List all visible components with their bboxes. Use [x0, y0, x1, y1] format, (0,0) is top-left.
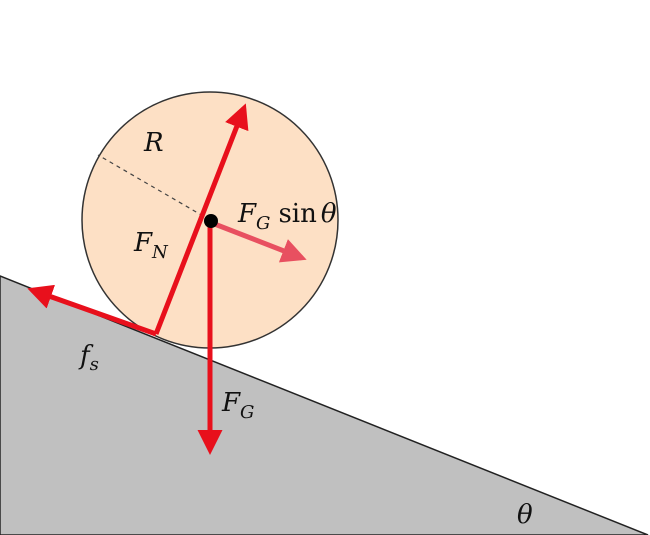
gravity-label: FG: [221, 388, 254, 423]
normal-force-arrow: [153, 103, 249, 335]
center-dot: [204, 214, 218, 228]
radius-line: [97, 154, 211, 221]
friction-arrow: [27, 284, 157, 337]
radius-label: R: [143, 128, 164, 158]
incline-angle-label: θ: [517, 500, 533, 530]
gravity-component-arrow: [211, 220, 307, 263]
normal-force-label: FN: [133, 228, 169, 263]
incline-wedge: [0, 275, 649, 535]
